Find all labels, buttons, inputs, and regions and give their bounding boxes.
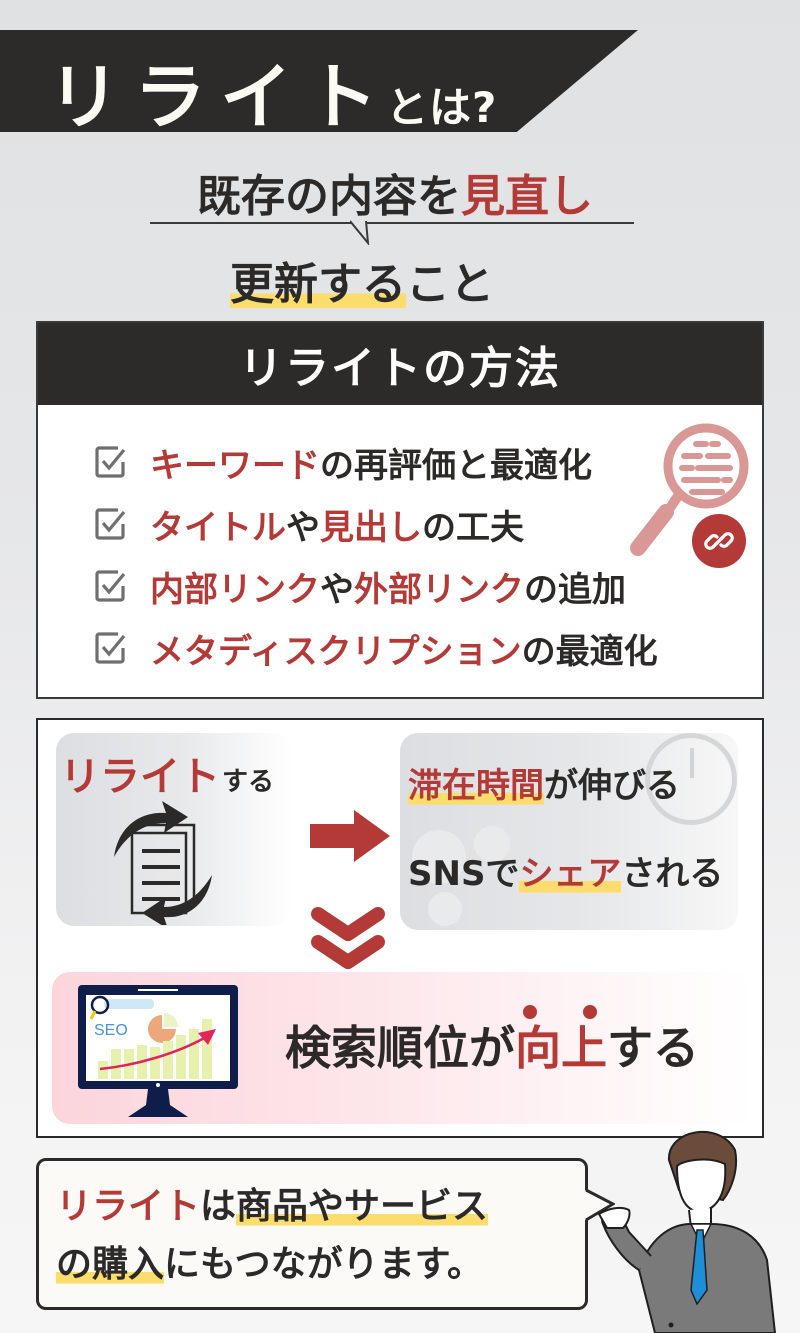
method-item: 内部リンクや外部リンクの追加: [94, 555, 658, 617]
methods-box: リライトの方法 キーワードの再評価と最適化 タイトルや見出しの工夫 内部リンクや…: [36, 321, 764, 699]
magnifier-icon: [630, 423, 749, 556]
definition-highlight: 見直し: [461, 171, 593, 222]
businessman-illustration: [598, 1131, 777, 1333]
method-keyword: 外部リンク: [354, 569, 524, 610]
rewrite-text: する: [222, 767, 275, 797]
method-keyword: キーワード: [150, 445, 320, 486]
checkbox-icon: [95, 570, 126, 602]
title-main: リライト: [48, 55, 393, 139]
speech-text-part: は: [200, 1186, 237, 1227]
arrow-right-icon: [310, 810, 390, 862]
checkbox-icon: [95, 446, 126, 478]
rewrite-card: [56, 733, 292, 926]
effect-keyword: シェア: [519, 854, 622, 894]
method-text: の追加: [524, 569, 626, 610]
definition-line2: 更新すること: [230, 248, 494, 312]
title-suffix: とは?: [386, 83, 498, 132]
method-keyword: 見出し: [320, 507, 422, 548]
definition-highlight-2: 更新する: [230, 259, 406, 310]
document-refresh-icon: [114, 801, 212, 925]
checkbox-icon: [95, 508, 126, 540]
method-text: の最適化: [521, 631, 658, 672]
methods-list: キーワードの再評価と最適化 タイトルや見出しの工夫 内部リンクや外部リンクの追加…: [94, 431, 658, 679]
effect-text: が伸びる: [544, 766, 680, 806]
speech-tail-icon: [585, 1188, 615, 1222]
method-text: や: [286, 507, 320, 548]
rewrite-keyword: リライト: [60, 754, 220, 800]
method-keyword: メタディスクリプション: [150, 631, 522, 672]
method-text: の工夫: [422, 507, 524, 548]
speech-highlight: の購入: [56, 1244, 165, 1285]
result-keyword: 向上: [515, 1021, 607, 1075]
speech-keyword: リライト: [56, 1186, 201, 1227]
methods-heading: リライトの方法: [38, 323, 762, 405]
smile-icon: [474, 826, 510, 862]
result-prefix: 検索順位が: [285, 1021, 515, 1075]
speech-highlight: 商品やサービス: [236, 1186, 489, 1227]
seo-monitor-icon: SEO: [78, 985, 238, 1117]
effect-dwell-time: 滞在時間が伸びる: [408, 758, 680, 807]
thumbs-up-icon: [412, 830, 466, 884]
emphasis-dots: [523, 1005, 597, 1019]
plus-icon: [428, 892, 462, 926]
page-title: リライト とは?: [48, 38, 497, 139]
definition-line1: 既存の内容を見直し: [150, 160, 640, 224]
result-text: 検索順位が向上する: [285, 1012, 699, 1078]
checkbox-icon: [95, 632, 126, 664]
speech-line-1: リライトは商品やサービス: [56, 1178, 489, 1236]
link-icon: [692, 514, 746, 568]
effect-text: SNSで: [408, 854, 520, 894]
effect-sns-share: SNSでシェアされる: [408, 846, 723, 895]
effect-text: される: [621, 854, 724, 894]
effect-keyword: 滞在時間: [408, 766, 544, 806]
method-keyword: 内部リンク: [150, 569, 320, 610]
definition-text-2: こと: [406, 259, 494, 310]
title-banner: [0, 30, 638, 132]
method-item: タイトルや見出しの工夫: [94, 493, 658, 555]
svg-text:SEO: SEO: [94, 1022, 128, 1039]
method-item: キーワードの再評価と最適化: [94, 431, 658, 493]
divider: [150, 222, 634, 224]
chain-icon: [704, 532, 734, 550]
result-suffix: する: [607, 1021, 699, 1075]
speech-tail-icon: [350, 220, 370, 245]
double-chevron-down-icon: [311, 907, 385, 969]
speech-line-2: の購入にもつながります。: [56, 1236, 488, 1294]
method-text: や: [320, 569, 354, 610]
definition-text: 既存の内容を: [197, 171, 461, 222]
method-keyword: タイトル: [150, 507, 286, 548]
clock-icon: [645, 733, 737, 825]
rewrite-label: リライト する: [60, 744, 274, 802]
speech-text: リライトは商品やサービス の購入にもつながります。: [56, 1178, 489, 1294]
clock-hand: [690, 748, 694, 778]
speech-text-part: にもつながります。: [164, 1244, 483, 1285]
method-text: の再評価と最適化: [320, 445, 592, 486]
method-item: メタディスクリプションの最適化: [94, 617, 658, 679]
speech-bubble: [36, 1158, 588, 1310]
